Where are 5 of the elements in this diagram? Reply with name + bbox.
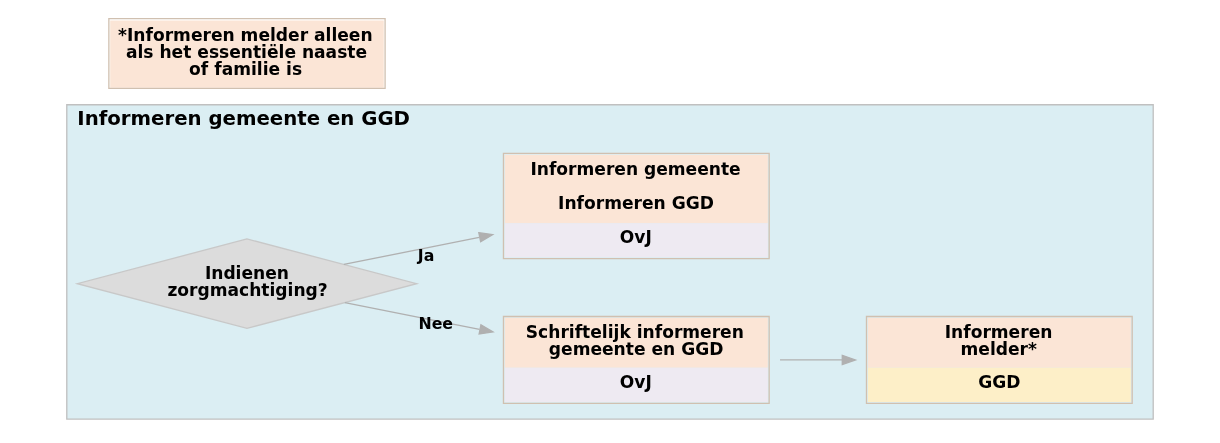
edge-label: Nee <box>418 313 454 333</box>
arrow <box>779 354 858 366</box>
arrow <box>343 231 495 266</box>
arrow <box>344 302 495 335</box>
edge-label: Ja <box>417 245 435 265</box>
